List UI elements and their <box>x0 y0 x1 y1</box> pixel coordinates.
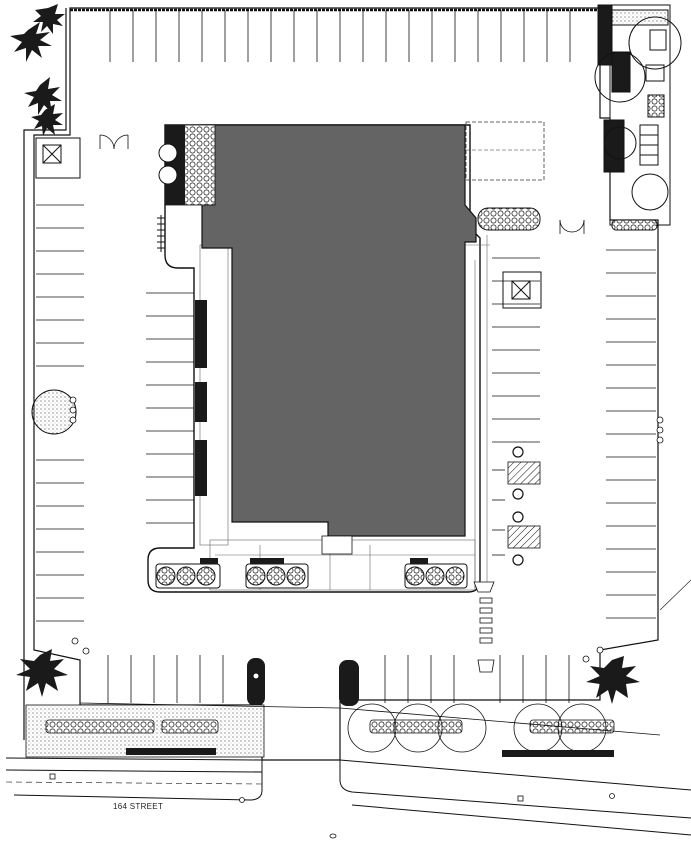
curb-end-se <box>339 660 359 706</box>
accessible-parking-icon <box>512 488 524 500</box>
tree-icon <box>31 389 77 435</box>
accessible-parking <box>492 446 541 566</box>
street-label: 164 STREET <box>113 802 164 811</box>
bike-rack <box>157 215 165 252</box>
planter-strips-west <box>195 300 207 496</box>
parking-stalls-top <box>109 10 571 62</box>
shrub-icon <box>69 396 664 444</box>
parking-stalls-east-outer <box>606 249 656 619</box>
accessible-parking-icon <box>512 511 524 523</box>
parking-stalls-building-west <box>146 292 194 524</box>
tree-icon <box>158 143 178 163</box>
parking-stalls-left <box>36 204 84 622</box>
catch-basin-icon <box>35 137 542 309</box>
entry-door-icon <box>99 134 585 234</box>
tree-icon <box>10 4 65 136</box>
street <box>5 757 691 836</box>
planter-ne <box>477 207 541 231</box>
accessible-parking-icon <box>512 554 524 566</box>
building-entry <box>321 535 353 555</box>
utility-area-ne <box>594 4 682 231</box>
curb-end-sw <box>247 658 265 706</box>
accessible-parking-icon <box>512 446 524 458</box>
parking-stalls-bottom <box>107 655 570 703</box>
dashed-pad <box>465 121 545 181</box>
signage-bar-sw <box>126 748 216 755</box>
tree-icon <box>586 656 640 704</box>
planters-south <box>155 558 468 589</box>
building-footprint <box>201 124 477 537</box>
parking-stalls-east-inner <box>492 257 540 443</box>
signage-bar-se <box>502 750 614 757</box>
tree-icon <box>16 649 68 697</box>
landscape-strip-se <box>347 703 615 757</box>
property-line <box>79 702 661 736</box>
crosswalk <box>473 581 495 673</box>
sidewalk <box>199 235 490 591</box>
tree-icon <box>158 165 178 185</box>
